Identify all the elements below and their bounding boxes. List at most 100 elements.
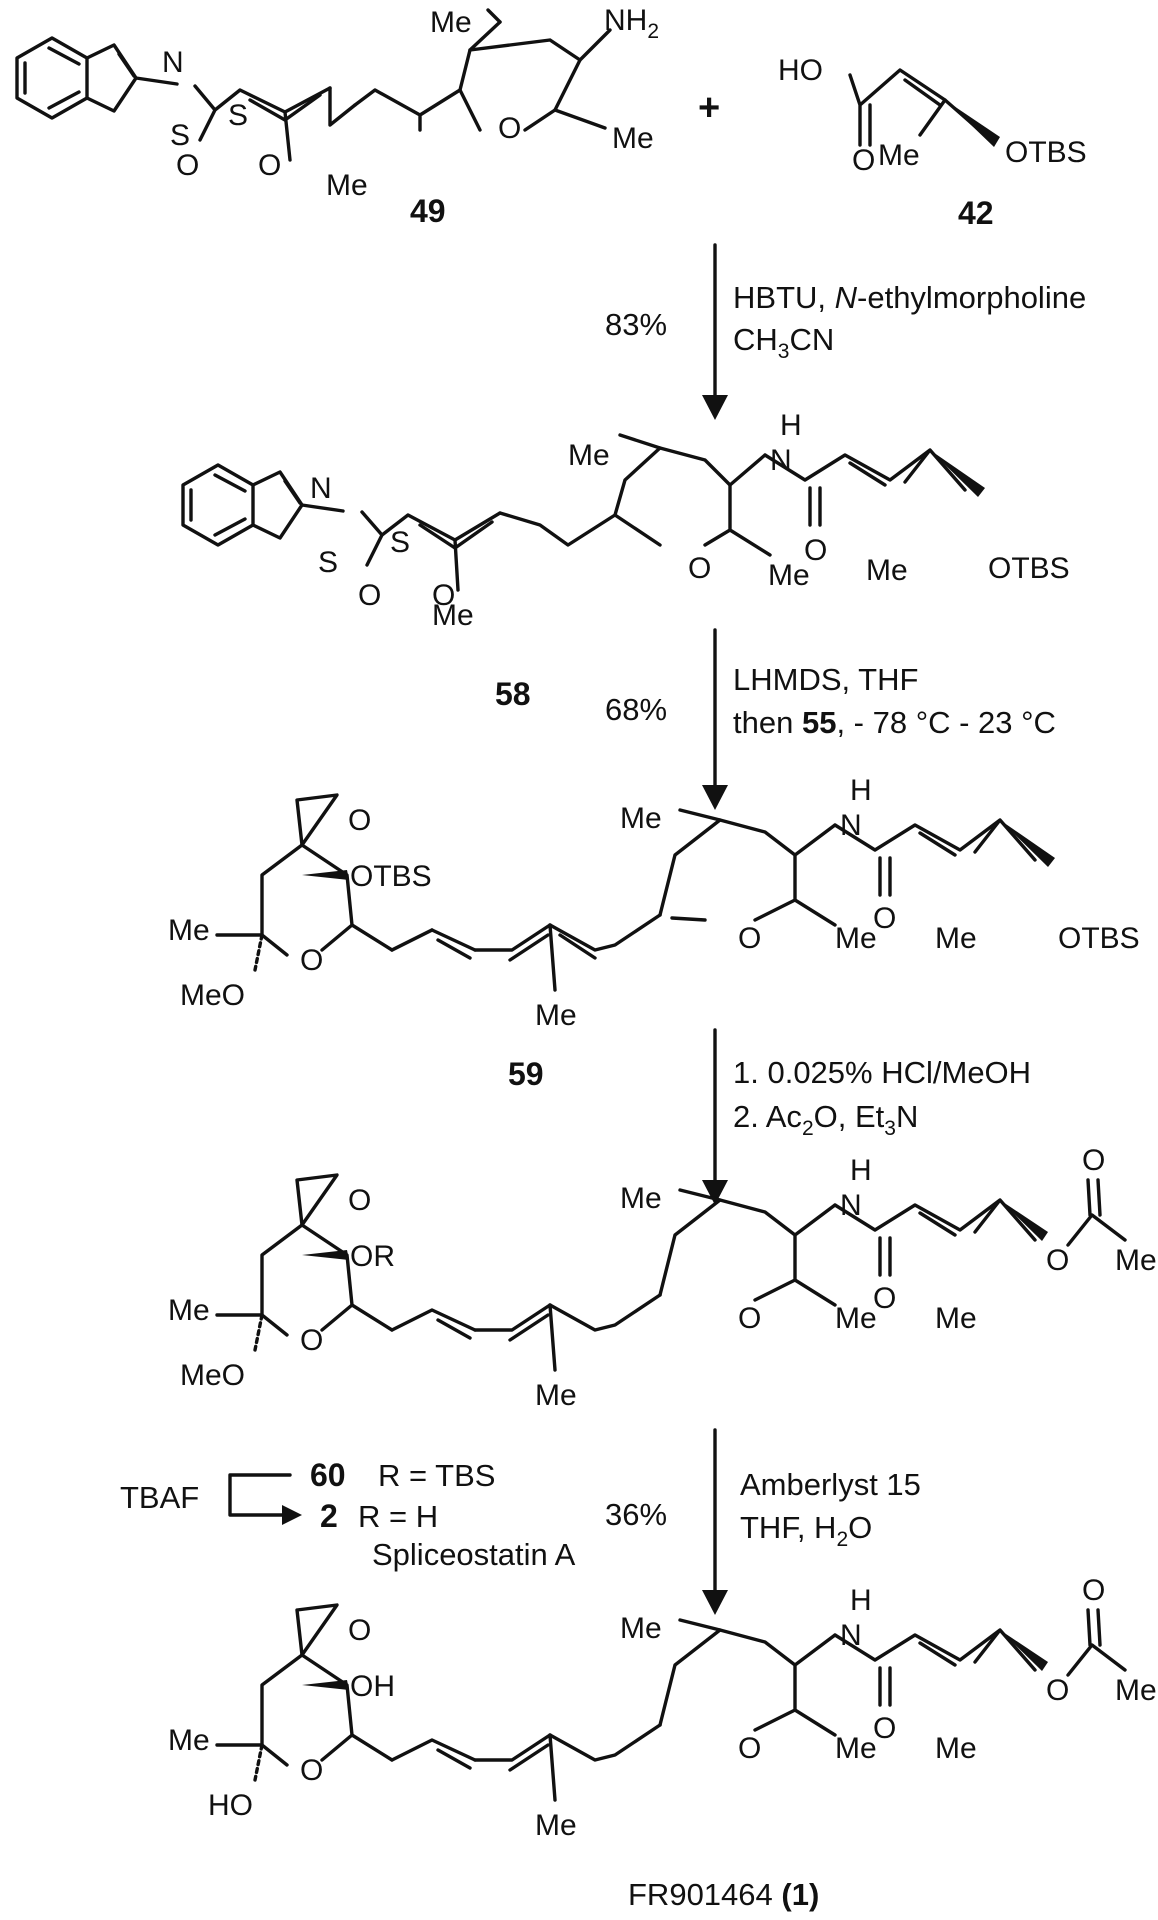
atom-s-ring: S [170,119,190,152]
spliceostatin-a-name: Spliceostatin A [372,1537,576,1572]
methyl-label: Me [835,1302,877,1335]
compound-1-structure: O OH Me HO O Me O Me Me H N O Me O O Me … [168,1574,1157,1912]
amide-n-label: N [770,444,792,477]
reaction-arrow-2 [702,628,728,810]
yield-step-4: 36% [605,1497,667,1532]
methyl-label: Me [612,122,654,155]
hydroxyl-label: HO [778,54,823,87]
compound-number-59: 59 [508,1056,544,1092]
amide-n-label: N [840,809,862,842]
compound-number-58: 58 [495,676,531,712]
otbs-label: OTBS [988,552,1070,585]
tbaf-conversion: TBAF 60 R = TBS 2 R = H Spliceostatin A [120,1457,576,1572]
yield-step-1: 83% [605,307,667,342]
epoxide-o-label: O [348,1184,371,1217]
atom-o: O [738,922,761,955]
compound-42-structure: HO O Me OTBS 42 [778,54,1087,231]
methyl-label: Me [835,1732,877,1765]
methyl-label: Me [326,169,368,202]
atom-o: O [358,579,381,612]
methyl-label: Me [168,1294,210,1327]
methyl-label: Me [1115,1674,1157,1707]
conditions-step-4-line-2: THF, H2O [740,1510,872,1551]
atom-o: O [688,552,711,585]
methyl-label: Me [878,139,920,172]
conditions-step-4-line-1: Amberlyst 15 [740,1467,921,1502]
conditions-step-2-line-2: then 55, - 78 °C - 23 °C [733,705,1056,740]
atom-n: N [310,472,332,505]
reaction-arrow-3 [702,1028,728,1205]
otbs-label: OTBS [1058,922,1140,955]
conditions-step-3-line-2: 2. Ac2O, Et3N [733,1099,918,1140]
methyl-label: Me [535,1379,577,1412]
atom-o: O [300,1754,323,1787]
compound-60-structure: O OR Me MeO O Me O Me Me H N O Me O O Me [168,1144,1157,1412]
atom-o: O [176,149,199,182]
methyl-label: Me [430,6,472,39]
atom-o: O [804,534,827,567]
or-label: OR [350,1240,395,1273]
methyl-label: Me [568,439,610,472]
methyl-label: Me [866,554,908,587]
amide-h-label: H [780,409,802,442]
atom-n: N [162,46,184,79]
product-name-fr901464: FR901464 (1) [628,1877,819,1912]
atom-o: O [852,144,875,177]
atom-o: O [498,112,521,145]
atom-o: O [873,1712,896,1745]
compound-59-structure: O OTBS Me MeO O Me O Me Me H N O Me OTBS… [168,774,1140,1092]
atom-s-ring: S [318,546,338,579]
atom-o: O [873,902,896,935]
amine-label: NH2 [604,4,659,43]
amide-h-label: H [850,1584,872,1617]
atom-s-sulfone: S [228,99,248,132]
compound-number-60: 60 [310,1457,346,1493]
amide-h-label: H [850,774,872,807]
atom-o: O [300,944,323,977]
yield-step-2: 68% [605,692,667,727]
amide-h-label: H [850,1154,872,1187]
methyl-label: Me [168,1724,210,1757]
methyl-label: Me [935,922,977,955]
methyl-label: Me [935,1302,977,1335]
atom-o: O [873,1282,896,1315]
atom-o: O [300,1324,323,1357]
reaction-arrow-1 [702,243,728,420]
otbs-label: OTBS [1005,136,1087,169]
atom-o: O [432,579,455,612]
reaction-arrow-4 [702,1428,728,1615]
amide-n-label: N [840,1189,862,1222]
epoxide-o-label: O [348,1614,371,1647]
atom-o: O [738,1302,761,1335]
methyl-label: Me [535,999,577,1032]
epoxide-o-label: O [348,804,371,837]
ester-o-label: O [1046,1674,1069,1707]
methyl-label: Me [768,559,810,592]
methyl-label: Me [168,914,210,947]
methyl-label: Me [1115,1244,1157,1277]
reagent-tbaf: TBAF [120,1480,199,1515]
methyl-label: Me [535,1809,577,1842]
atom-o: O [738,1732,761,1765]
carbonyl-o-label: O [1082,1144,1105,1177]
methoxy-label: MeO [180,979,245,1012]
hydroxyl-label: OH [350,1670,395,1703]
methoxy-label: MeO [180,1359,245,1392]
atom-o: O [258,149,281,182]
carbonyl-o-label: O [1082,1574,1105,1607]
methyl-label: Me [432,599,474,632]
methyl-label: Me [620,1182,662,1215]
amide-n-label: N [840,1619,862,1652]
compound-number-42: 42 [958,195,994,231]
compound-49-structure: N S S O O Me O Me NH2 Me 49 [15,4,659,229]
r-equals-h: R = H [358,1499,438,1534]
conditions-step-1-line-1: HBTU, N-ethylmorpholine [733,280,1086,315]
conditions-step-3-line-1: 1. 0.025% HCl/MeOH [733,1055,1031,1090]
compound-number-2: 2 [320,1498,338,1534]
atom-s-sulfone: S [390,526,410,559]
conditions-step-1-line-2: CH3CN [733,322,834,363]
otbs-label: OTBS [350,860,432,893]
ester-o-label: O [1046,1244,1069,1277]
methyl-label: Me [620,802,662,835]
methyl-label: Me [835,922,877,955]
